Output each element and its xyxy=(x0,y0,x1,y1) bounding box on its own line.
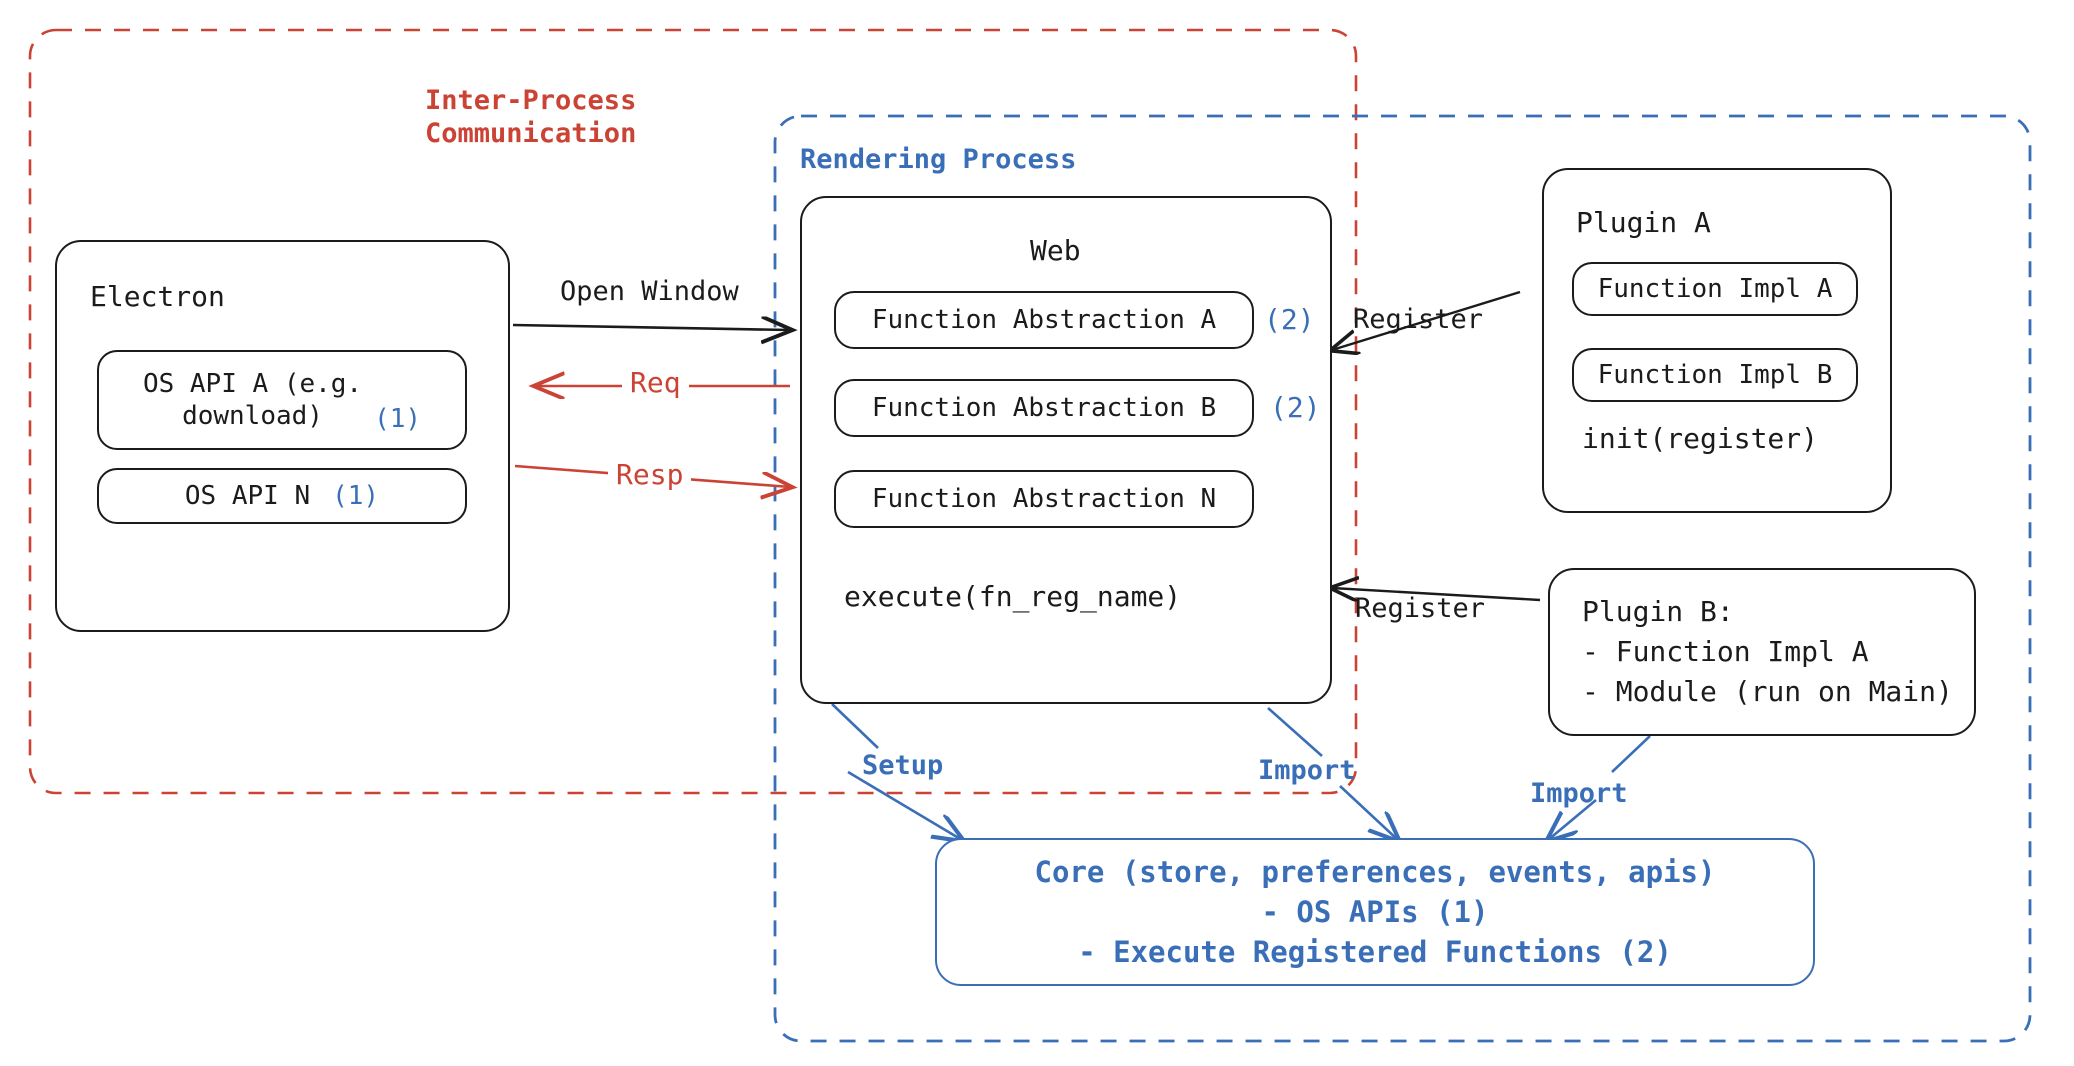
function-impl-b-label: Function Impl B xyxy=(1597,360,1833,390)
function-abstraction-n-label: Function Abstraction N xyxy=(871,484,1217,514)
resp-label: Resp xyxy=(608,458,692,493)
register-a-arrow xyxy=(1332,290,1521,350)
function-abstraction-a-marker: (2) xyxy=(1264,303,1315,336)
web-footer: execute(fn_reg_name) xyxy=(844,580,1182,613)
electron-title: Electron xyxy=(90,280,225,313)
function-abstraction-n-box[interactable]: Function Abstraction N xyxy=(834,470,1254,528)
rendering-container-title: Rendering Process xyxy=(800,144,1077,175)
plugin-a-title: Plugin A xyxy=(1576,206,1711,239)
core-line-2: - OS APIs (1) xyxy=(1261,894,1489,929)
plugin-b-item-2: - Module (run on Main) xyxy=(1582,674,1953,708)
ipc-container-title: Inter-Process Communication xyxy=(425,85,637,149)
os-api-a-marker: (1) xyxy=(374,404,422,434)
import-plugin-label: Import xyxy=(1530,778,1628,809)
plugin-b-title: Plugin B: xyxy=(1582,595,1734,629)
import-web-label: Import xyxy=(1258,755,1356,786)
open-window-arrow xyxy=(512,325,790,330)
plugin-b-item-1: - Function Impl A xyxy=(1582,635,1869,669)
setup-label: Setup xyxy=(862,750,944,781)
register-b-arrow xyxy=(1332,588,1541,600)
register-a-label: Register xyxy=(1353,304,1484,335)
req-label: Req xyxy=(622,366,689,401)
os-api-n-box[interactable]: OS API N (1) xyxy=(97,468,467,524)
function-abstraction-a-box[interactable]: Function Abstraction A xyxy=(834,291,1254,349)
plugin-b-box[interactable]: Plugin B: - Function Impl A - Module (ru… xyxy=(1548,568,1976,736)
ipc-container-outline xyxy=(28,28,1358,795)
electron-box[interactable]: Electron OS API A (e.g. download) (1) OS… xyxy=(55,240,510,632)
web-title: Web xyxy=(1030,234,1081,267)
function-abstraction-b-marker: (2) xyxy=(1270,391,1321,424)
function-impl-a-label: Function Impl A xyxy=(1597,274,1833,304)
function-impl-b-box[interactable]: Function Impl B xyxy=(1572,348,1858,402)
register-b-label: Register xyxy=(1355,593,1486,624)
function-abstraction-a-label: Function Abstraction A xyxy=(871,305,1217,335)
os-api-n-label: OS API N xyxy=(184,481,311,511)
function-abstraction-b-label: Function Abstraction B xyxy=(871,393,1217,423)
import-web-arrow xyxy=(1267,707,1398,840)
function-impl-a-box[interactable]: Function Impl A xyxy=(1572,262,1858,316)
plugin-a-footer: init(register) xyxy=(1582,422,1819,455)
function-abstraction-b-box[interactable]: Function Abstraction B xyxy=(834,379,1254,437)
web-box[interactable]: Web Function Abstraction A (2) Function … xyxy=(800,196,1332,704)
core-line-3: - Execute Registered Functions (2) xyxy=(1078,935,1672,969)
os-api-n-marker: (1) xyxy=(332,481,380,511)
core-line-1: Core (store, preferences, events, apis) xyxy=(1034,854,1716,889)
os-api-a-box[interactable]: OS API A (e.g. download) (1) xyxy=(97,350,467,450)
plugin-a-box[interactable]: Plugin A Function Impl A Function Impl B… xyxy=(1542,168,1892,513)
os-api-a-label: OS API A (e.g. download) xyxy=(142,368,363,432)
rendering-container-outline xyxy=(773,114,2032,1043)
import-plugin-arrow xyxy=(1548,735,1651,840)
core-box[interactable]: Core (store, preferences, events, apis) … xyxy=(935,838,1815,986)
open-window-label: Open Window xyxy=(560,276,739,307)
setup-arrow xyxy=(831,703,962,840)
